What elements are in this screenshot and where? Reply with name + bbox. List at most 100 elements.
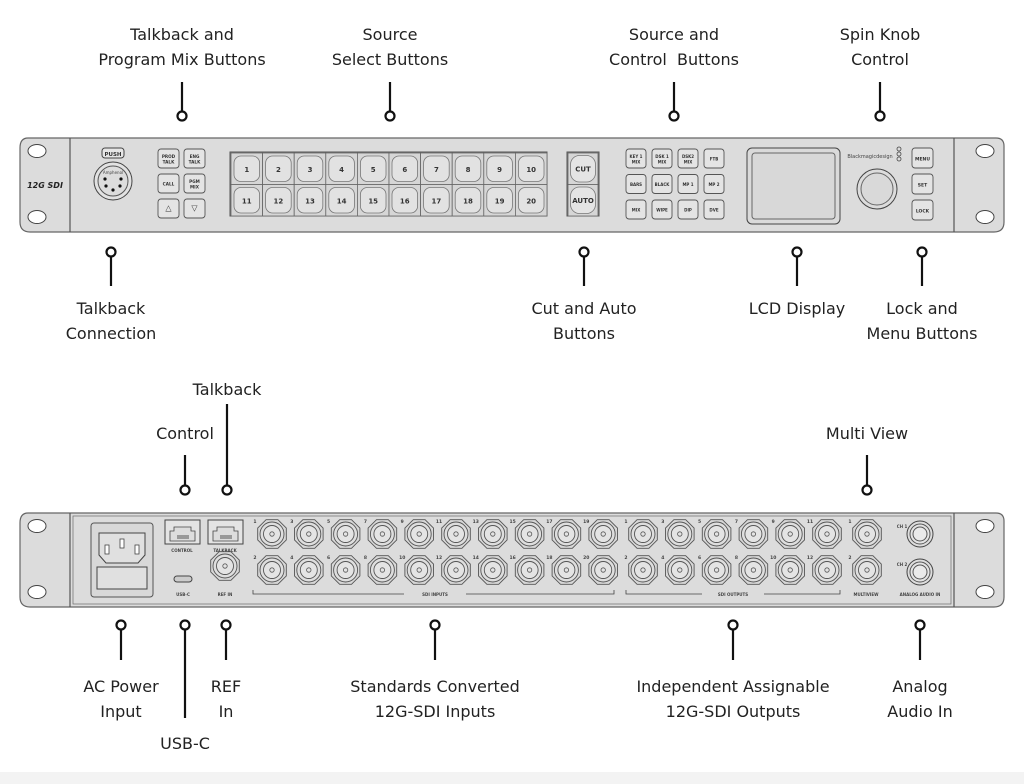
svg-text:14: 14 (337, 198, 347, 206)
svg-text:4: 4 (339, 166, 344, 174)
svg-text:5: 5 (327, 519, 330, 525)
sdi-input-4: 4 (290, 555, 324, 585)
rack-hole (27, 144, 47, 158)
ref-in-label: REF IN (218, 592, 233, 597)
source-button-9[interactable]: 9 (483, 152, 516, 185)
sdi-input-6: 6 (327, 555, 361, 585)
callout-leader (221, 404, 233, 496)
sdi-output-10: 10 (770, 555, 805, 585)
source-button-11[interactable]: 11 (230, 184, 264, 217)
source-button-4[interactable]: 4 (325, 152, 358, 185)
callout-line: USB-C (160, 734, 210, 753)
svg-text:AUTO: AUTO (572, 197, 594, 205)
svg-text:PGM: PGM (189, 179, 200, 184)
source-button-7[interactable]: 7 (420, 152, 453, 185)
svg-text:15: 15 (509, 519, 515, 525)
callout-leaders (105, 82, 928, 718)
callout-line: Control (851, 50, 909, 69)
svg-text:6: 6 (698, 555, 701, 561)
svg-text:2: 2 (276, 166, 281, 174)
ftb-button[interactable]: FTB (703, 148, 725, 169)
dve-button[interactable]: DVE (703, 199, 725, 220)
svg-text:DIP: DIP (684, 208, 692, 213)
cut-button[interactable]: CUT (567, 152, 599, 185)
source-button-16[interactable]: 16 (388, 184, 422, 217)
ac-power-inlet (90, 522, 154, 598)
source-button-14[interactable]: 14 (325, 184, 358, 217)
sdi-input-7: 7 (364, 519, 398, 549)
source-button-17[interactable]: 17 (420, 184, 453, 217)
svg-text:19: 19 (583, 519, 589, 525)
mix-button[interactable]: MIX (625, 199, 647, 220)
source-button-10[interactable]: 10 (515, 152, 548, 185)
source-button-15[interactable]: 15 (356, 184, 390, 217)
callout-line: Audio In (887, 702, 953, 721)
svg-text:11: 11 (807, 519, 813, 525)
callout-source-control: Source and Control Buttons (609, 22, 739, 72)
svg-text:18: 18 (546, 555, 552, 561)
source-button-1[interactable]: 1 (230, 152, 264, 185)
callout-lcd-display: LCD Display (749, 296, 845, 321)
callout-line: LCD Display (748, 299, 846, 318)
svg-text:3: 3 (308, 166, 313, 174)
svg-text:1: 1 (624, 519, 627, 525)
callout-leader (115, 619, 127, 660)
set-button[interactable]: SET (911, 173, 934, 195)
call-button[interactable]: CALL (157, 173, 180, 194)
dip-button[interactable]: DIP (677, 199, 699, 220)
source-button-8[interactable]: 8 (451, 152, 485, 185)
source-button-18[interactable]: 18 (451, 184, 485, 217)
menu-button[interactable]: MENU (911, 147, 934, 169)
up-arrow-button[interactable]: △ (157, 198, 180, 219)
callout-line: Control (156, 424, 214, 443)
sdi-output-3: 3 (661, 519, 695, 549)
svg-text:7: 7 (364, 519, 367, 525)
svg-text:8: 8 (364, 555, 367, 561)
source-button-20[interactable]: 20 (515, 184, 548, 217)
svg-text:8: 8 (466, 166, 471, 174)
callout-line: Standards Converted (350, 677, 520, 696)
source-button-5[interactable]: 5 (356, 152, 390, 185)
source-button-19[interactable]: 19 (483, 184, 516, 217)
callout-line: Input (100, 702, 142, 721)
svg-text:MP 2: MP 2 (708, 182, 719, 187)
mp-2-button[interactable]: MP 2 (703, 174, 725, 194)
svg-text:MIX: MIX (658, 160, 667, 165)
callout-leader (916, 246, 928, 286)
source-button-3[interactable]: 3 (293, 152, 327, 185)
svg-text:PROD: PROD (162, 154, 176, 159)
source-button-12[interactable]: 12 (262, 184, 295, 217)
svg-text:CUT: CUT (575, 166, 591, 174)
wipe-button[interactable]: WIPE (651, 199, 673, 220)
svg-text:10: 10 (770, 555, 776, 561)
black-button[interactable]: BLACK (651, 174, 673, 194)
mp-1-button[interactable]: MP 1 (677, 174, 699, 194)
svg-text:16: 16 (509, 555, 515, 561)
down-arrow-button[interactable]: ▽ (183, 198, 206, 219)
svg-text:TALK: TALK (189, 160, 201, 165)
svg-text:3: 3 (290, 519, 293, 525)
lock-button[interactable]: LOCK (911, 199, 934, 221)
auto-button[interactable]: AUTO (567, 184, 599, 217)
bars-button[interactable]: BARS (625, 174, 647, 194)
multiview-output-2: 2 (848, 555, 882, 585)
sdi-input-17: 17 (546, 519, 582, 549)
source-button-6[interactable]: 6 (388, 152, 422, 185)
callout-rear-talkback: Talkback (193, 377, 262, 402)
svg-text:17: 17 (546, 519, 552, 525)
svg-text:5: 5 (371, 166, 376, 174)
svg-text:20: 20 (526, 198, 536, 206)
brand-badge: 12G SDI (27, 181, 63, 190)
svg-text:11: 11 (242, 198, 252, 206)
sdi-output-9: 9 (772, 519, 805, 549)
source-button-13[interactable]: 13 (293, 184, 327, 217)
source-button-2[interactable]: 2 (262, 152, 295, 185)
sdi-input-18: 18 (546, 555, 582, 585)
